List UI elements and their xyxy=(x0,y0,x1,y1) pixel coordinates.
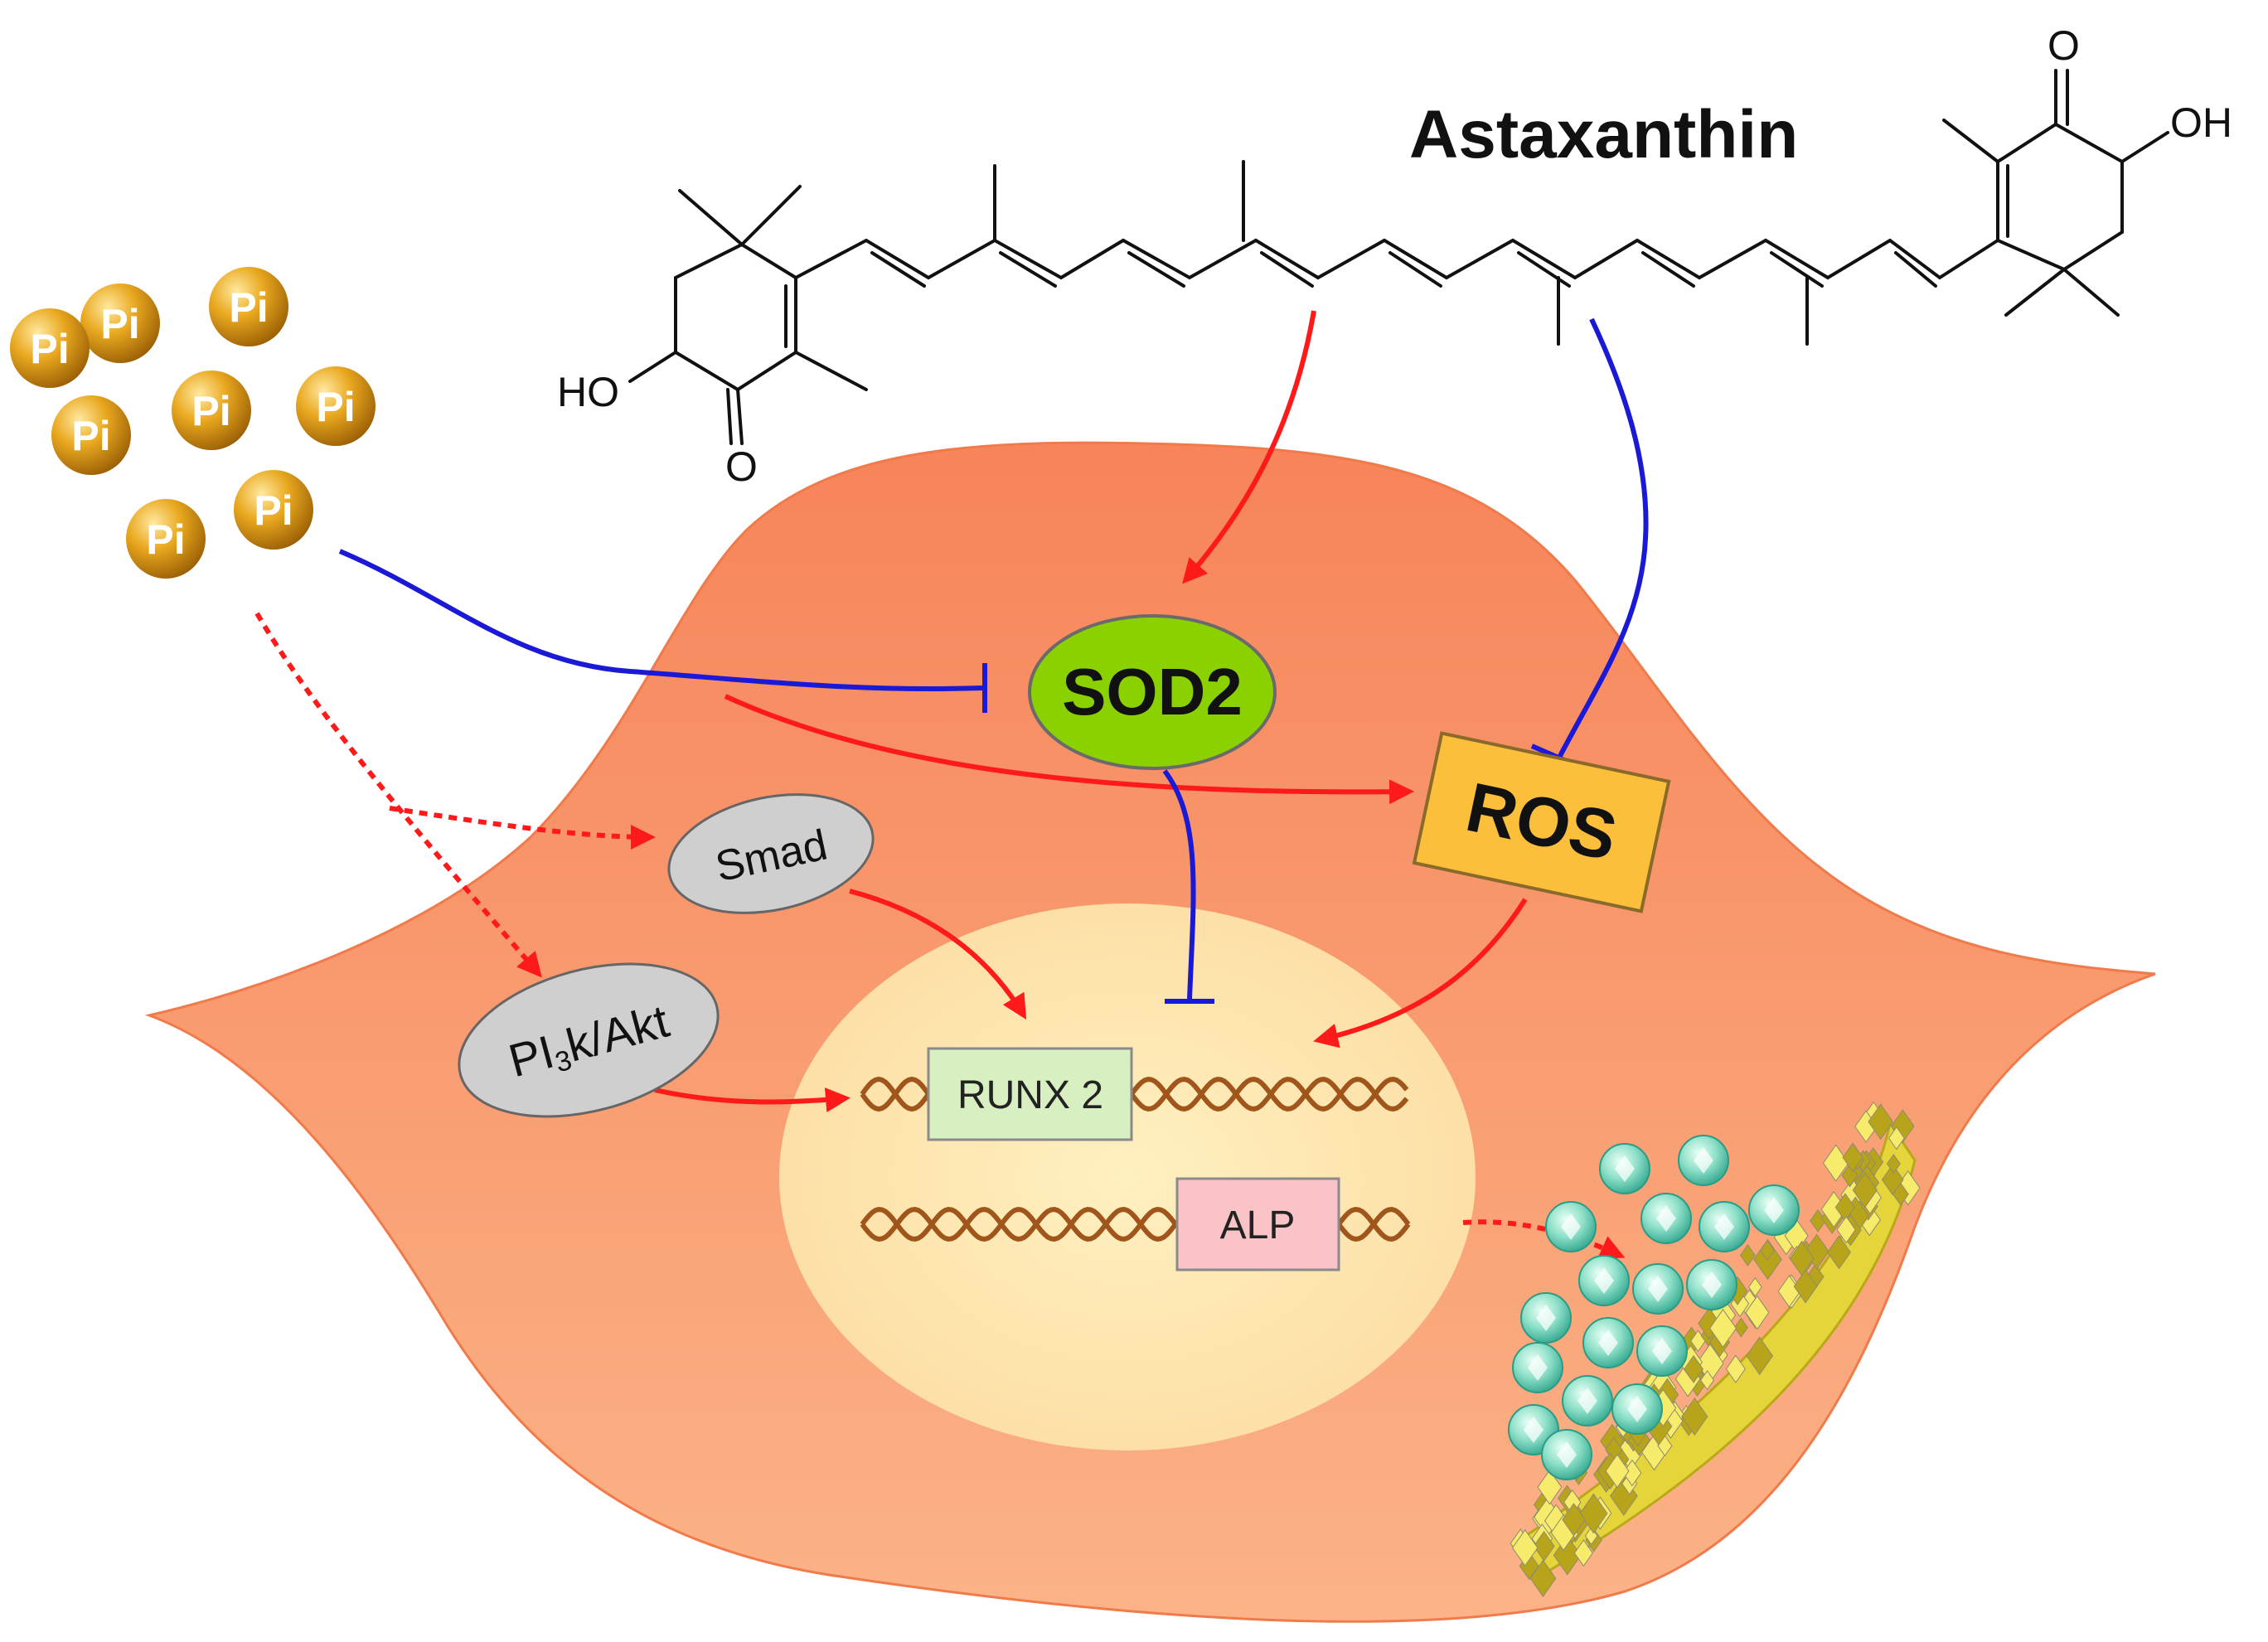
sod2-inhibits-runx2-line xyxy=(1162,769,1196,1000)
crystal-facet xyxy=(1842,1142,1863,1173)
hydroxyapatite-crystal xyxy=(1678,1135,1729,1186)
phosphate-sphere: Pi xyxy=(234,470,313,550)
phosphate-sphere: Pi xyxy=(80,283,160,363)
crystal-facet xyxy=(1892,1182,1909,1206)
phosphate-sphere: Pi xyxy=(296,366,376,446)
phosphate-label: Pi xyxy=(100,301,139,347)
astaxanthin-structure xyxy=(628,69,2169,445)
sod2-label: SOD2 xyxy=(1062,655,1243,729)
phosphate-label: Pi xyxy=(316,384,355,430)
phosphate-sphere: Pi xyxy=(126,499,206,579)
alp-to-mineralization-dotted-arrow xyxy=(1462,1219,1626,1259)
carbonyl-bottom-label: O xyxy=(725,443,758,490)
crystal-facet xyxy=(1553,1535,1582,1576)
astaxanthin-activates-sod2-arrow xyxy=(1182,310,1316,584)
dna-strand xyxy=(860,1076,931,1112)
phosphate-label: Pi xyxy=(229,284,268,331)
pi-inhibits-sod2-line xyxy=(338,549,983,691)
crystal-facet xyxy=(1684,1354,1704,1383)
crystal-facet xyxy=(1886,1154,1901,1175)
hydroxyapatite-crystal xyxy=(1699,1201,1750,1252)
ros-activates-runx2-arrow xyxy=(1313,898,1528,1049)
dna-strand xyxy=(1129,1077,1409,1112)
phosphate-label: Pi xyxy=(30,326,69,372)
crystal-facet xyxy=(1888,1126,1905,1150)
hydroxyapatite-crystal xyxy=(1599,1143,1650,1194)
crystal-facet xyxy=(1793,1269,1818,1304)
phosphate-label: Pi xyxy=(191,388,230,434)
dna-strand xyxy=(860,1207,1180,1242)
astaxanthin-label: Astaxanthin xyxy=(1409,97,1798,172)
nucleus xyxy=(779,903,1476,1451)
crystal-facet xyxy=(1745,1295,1770,1330)
crystal-facet xyxy=(1760,1239,1775,1262)
crystal-facet xyxy=(1681,1397,1708,1436)
crystal-facet xyxy=(1868,1103,1894,1141)
dna-strand xyxy=(1336,1207,1411,1242)
crystal-facet xyxy=(1708,1308,1737,1349)
hydroxyapatite-crystal xyxy=(1578,1255,1630,1306)
hydroxyapatite-crystal xyxy=(1611,1383,1663,1435)
dna-strand xyxy=(1129,1077,1409,1112)
runx2-gene: RUNX 2 xyxy=(927,1047,1133,1141)
pi-activates-ros-arrow xyxy=(724,694,1414,805)
crystal-facet xyxy=(1725,1354,1746,1383)
smad-activates-runx2-arrow xyxy=(849,889,1027,1020)
crystal-facet xyxy=(1605,1453,1630,1489)
phosphate-sphere: Pi xyxy=(172,371,251,450)
hydroxyapatite-crystal xyxy=(1520,1292,1572,1344)
crystal-facet xyxy=(1512,1528,1539,1567)
hydroxyapatite-crystal xyxy=(1686,1259,1737,1310)
hydroxyapatite-crystal xyxy=(1541,1429,1592,1480)
hydroxyapatite-crystal xyxy=(1640,1193,1692,1244)
hydroxyapatite-crystal xyxy=(1562,1375,1613,1426)
pi3k-akt-node: PI3k/Akt xyxy=(458,962,720,1118)
phosphate-label: Pi xyxy=(71,413,110,459)
crystal-facet xyxy=(1699,1370,1715,1391)
phosphate-sphere: Pi xyxy=(209,267,288,346)
pi3k-activates-runx2-arrow xyxy=(654,1087,850,1112)
hydroxyapatite-crystal xyxy=(1632,1263,1684,1315)
crystal-facet xyxy=(1836,1215,1856,1244)
carbonyl-top-label: O xyxy=(2048,22,2080,69)
crystal-facet xyxy=(1827,1235,1851,1270)
crystal-facet xyxy=(1746,1336,1774,1376)
phosphate-label: Pi xyxy=(254,487,293,534)
hydroxyapatite-crystal xyxy=(1545,1201,1597,1252)
dna-strands xyxy=(860,1076,1411,1242)
hydroxyapatite-crystal xyxy=(1748,1184,1800,1236)
crystal-facet xyxy=(1733,1317,1748,1338)
phosphate-label: Pi xyxy=(146,516,185,563)
mineralization-deposit xyxy=(1508,1101,1921,1597)
crystal-facet xyxy=(1747,1276,1762,1297)
pi-to-pi3k-dotted-arrow xyxy=(254,612,542,978)
hydroxyapatite-crystal xyxy=(1636,1325,1688,1377)
alp-label: ALP xyxy=(1220,1204,1296,1247)
smad-node: Smad xyxy=(667,793,875,914)
hydroxyl-right-label: OH xyxy=(2170,99,2232,146)
crystal-facet xyxy=(1579,1493,1608,1534)
alp-gene: ALP xyxy=(1175,1177,1340,1271)
crystal-facet xyxy=(1537,1469,1563,1505)
hydroxyl-left-label: HO xyxy=(557,369,619,415)
sod2-node: SOD2 xyxy=(1028,614,1277,770)
phosphate-sphere: Pi xyxy=(51,395,131,475)
crystal-facet xyxy=(1562,1503,1586,1537)
runx2-label: RUNX 2 xyxy=(957,1073,1103,1117)
dna-strand xyxy=(860,1207,1180,1242)
hydroxyapatite-crystal xyxy=(1512,1342,1563,1393)
crystal-facet xyxy=(1573,1539,1593,1567)
hydroxyapatite-crystal xyxy=(1582,1317,1634,1368)
crystal-facet xyxy=(1533,1530,1555,1562)
crystal-facet xyxy=(1529,1559,1557,1597)
crystal-facet xyxy=(1740,1243,1756,1267)
ros-node: ROS xyxy=(1412,731,1671,913)
phosphate-sphere: Pi xyxy=(10,308,90,388)
crystal-facet xyxy=(1584,1526,1598,1546)
astaxanthin-inhibits-ros-line xyxy=(1558,317,1649,758)
crystal-facet xyxy=(1852,1172,1878,1208)
